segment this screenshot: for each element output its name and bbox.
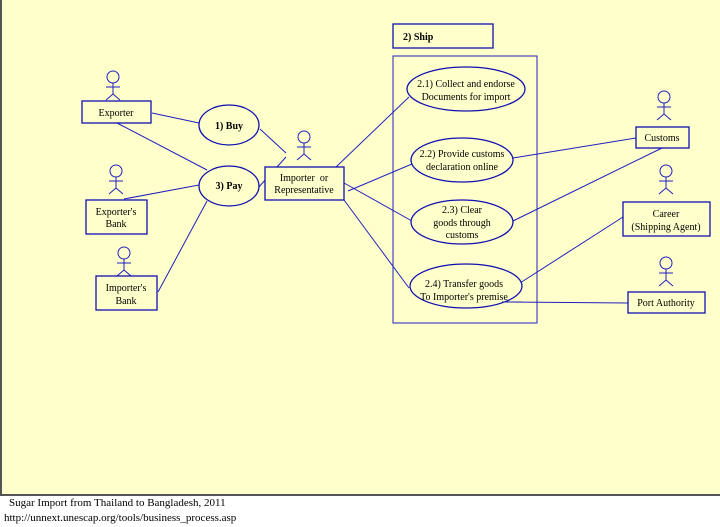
actor-exporters-bank: Exporter's Bank <box>85 164 148 235</box>
actor-exporters-bank-line1: Exporter's <box>96 207 137 218</box>
use-case-2-3-line2: goods through <box>433 218 491 229</box>
line-buy-importer <box>259 128 287 154</box>
use-case-buy-label: 1) Buy <box>215 121 243 132</box>
line-exporter-buy <box>151 112 200 124</box>
use-case-2-4: 2.4) Transfer goods To Importer's premis… <box>409 263 523 309</box>
actor-icon <box>658 164 674 195</box>
diagram-canvas: 2) Ship 1) Buy 3) Pay 2.1) Collect and e… <box>0 0 720 496</box>
line-exporter-pay <box>116 122 208 171</box>
ship-label-box <box>392 23 494 49</box>
use-case-2-3-line3: customs <box>446 230 479 241</box>
line-importersbank-pay <box>157 200 208 293</box>
line-importer-2-2 <box>347 163 413 192</box>
use-case-2-4-line1: 2.4) Transfer goods <box>425 279 503 290</box>
use-case-2-2: 2.2) Provide customs declaration online <box>410 137 514 183</box>
actor-icon <box>108 164 124 195</box>
line-importer-2-1 <box>335 96 410 168</box>
use-case-diagram: 2) Ship 1) Buy 3) Pay 2.1) Collect and e… <box>81 23 711 324</box>
actor-career-line1: Career <box>653 209 680 220</box>
use-case-2-3: 2.3) Clear goods through customs <box>410 199 514 245</box>
actor-port-authority: Port Authority <box>627 256 706 314</box>
actor-career: Career (Shipping Agent) <box>622 164 711 237</box>
actor-icon <box>116 246 132 277</box>
actor-exporters-bank-line2: Bank <box>105 219 126 230</box>
actor-customs-label: Customs <box>644 133 679 144</box>
use-case-2-2-line1: 2.2) Provide customs <box>420 149 505 160</box>
associations <box>116 96 663 304</box>
actor-importer: Importer or Representative <box>264 130 345 201</box>
line-exportersbank-pay <box>123 184 200 200</box>
use-case-pay-label: 3) Pay <box>216 181 243 192</box>
use-case-2-1-line2: Documents for import <box>422 92 511 103</box>
actor-icon <box>656 90 672 121</box>
actor-exporter: Exporter <box>81 70 152 124</box>
actor-career-line2: (Shipping Agent) <box>631 222 700 233</box>
use-case-2-4-line2: To Importer's premise <box>420 292 508 303</box>
line-importer-2-3 <box>343 182 413 222</box>
actor-importer-line1: Importer or <box>280 173 329 184</box>
ship-label: 2) Ship <box>403 32 434 43</box>
use-case-2-1: 2.1) Collect and endorse Documents for i… <box>406 66 526 112</box>
actor-icon <box>658 256 674 287</box>
actor-importers-bank-line2: Bank <box>115 296 136 307</box>
actor-exporter-label: Exporter <box>99 108 135 119</box>
use-case-pay: 3) Pay <box>198 165 260 207</box>
actor-importers-bank: Importer's Bank <box>95 246 158 311</box>
actor-importers-bank-line1: Importer's <box>106 283 147 294</box>
use-case-2-3-line1: 2.3) Clear <box>442 205 483 216</box>
use-case-2-1-line1: 2.1) Collect and endorse <box>417 79 515 90</box>
source-url: http://unnext.unescap.org/tools/business… <box>4 512 237 524</box>
ship-boundary <box>392 55 538 324</box>
caption: Sugar Import from Thailand to Bangladesh… <box>9 497 226 509</box>
use-case-2-2-line2: declaration online <box>426 162 498 173</box>
use-case-buy: 1) Buy <box>198 104 260 146</box>
actor-icon <box>105 70 121 101</box>
line-2-4-career <box>519 216 624 284</box>
actor-importer-line2: Representative <box>274 185 334 196</box>
actor-customs: Customs <box>635 90 690 149</box>
actor-icon <box>296 130 312 161</box>
line-2-4-port <box>501 301 629 304</box>
actor-port-authority-label: Port Authority <box>637 298 695 309</box>
line-importer-2-4 <box>343 199 410 289</box>
line-2-2-customs <box>512 137 637 159</box>
line-2-3-customs <box>512 147 663 222</box>
